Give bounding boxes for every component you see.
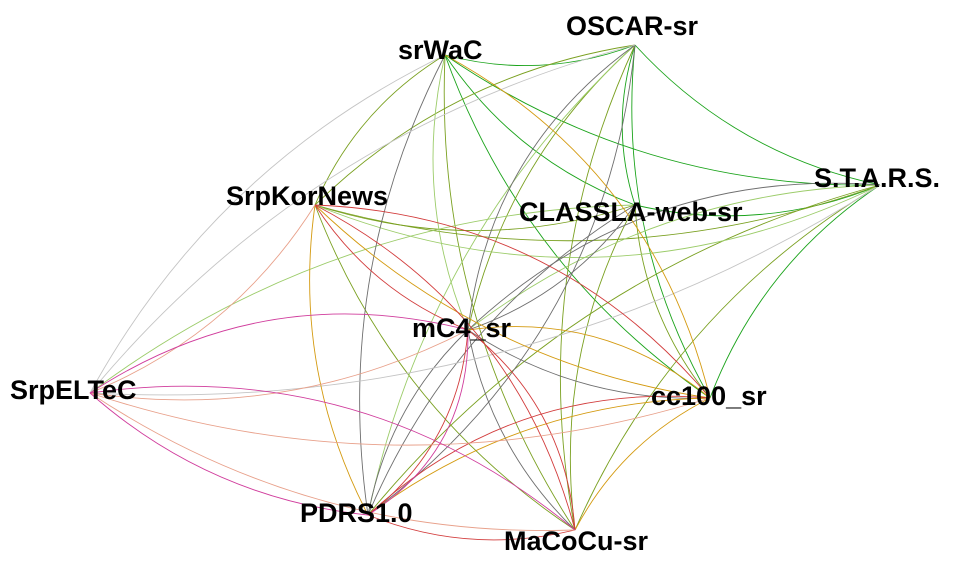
edge-srpeltec-stars	[89, 184, 881, 396]
edge-srpeltec-mc4	[89, 313, 469, 394]
edge-mc4-pdrs	[367, 329, 469, 516]
node-label-stars: S.T.A.R.S.	[814, 163, 940, 193]
edge-pdrs-mc4	[367, 329, 469, 516]
edge-srpeltec-cc100	[89, 392, 711, 446]
edge-mc4-cc100	[467, 329, 711, 399]
edge-srwac-macocu	[443, 54, 576, 531]
node-label-pdrs: PDRS1.0	[300, 498, 413, 528]
edge-oscar-macocu	[559, 44, 636, 531]
edge-oscar-cc100	[631, 44, 711, 399]
edge-srwac-classla	[444, 54, 636, 206]
edge-stars-pdrs	[367, 184, 881, 516]
edge-oscar-stars	[634, 44, 881, 186]
edge-oscar-pdrs	[367, 44, 636, 516]
node-label-srwac: srWaC	[398, 35, 483, 65]
node-label-oscar: OSCAR-sr	[566, 11, 699, 41]
edge-srpeltec-srpkornews	[89, 204, 316, 394]
edge-srwac-cc100	[444, 54, 711, 399]
edge-srpkornews-pdrs	[309, 204, 369, 516]
edge-oscar-pdrs	[367, 44, 636, 516]
edge-oscar-srpkornews	[314, 44, 636, 206]
edge-srwac-srpeltec	[89, 54, 446, 394]
edge-srpeltec-macocu	[89, 385, 576, 531]
edge-srpkornews-mc4	[314, 204, 469, 331]
edge-srpkornews-macocu	[314, 204, 576, 531]
edge-srpkornews-classla	[314, 204, 636, 231]
node-label-mc4: mC4_sr	[412, 313, 512, 343]
edge-classla-macocu	[569, 204, 636, 531]
edge-mc4-cc100	[467, 326, 711, 399]
edge-classla-pdrs	[367, 204, 636, 516]
edge-srwac-oscar	[444, 44, 636, 67]
edge-classla-stars	[634, 184, 881, 217]
edge-stars-macocu	[574, 184, 881, 531]
edge-srpkornews-cc100	[314, 204, 711, 399]
edge-oscar-mc4	[467, 44, 636, 331]
edge-stars-srpkornews	[314, 184, 881, 258]
edge-oscar-srpeltec	[89, 44, 636, 394]
edge-mc4-macocu	[467, 329, 576, 531]
node-label-srpeltec: SrpELTeC	[10, 375, 137, 405]
edge-mc4-pdrs	[367, 329, 469, 516]
node-label-srpkornews: SrpKorNews	[226, 181, 388, 211]
edge-srpeltec-mc4	[89, 329, 469, 401]
edge-cc100-macocu	[574, 397, 711, 531]
edge-classla-cc100	[634, 204, 711, 399]
edge-srpeltec-pdrs	[89, 392, 369, 516]
edge-layer	[89, 44, 881, 541]
label-layer: OSCAR-sr srWaC S.T.A.R.S. SrpKorNews CLA…	[10, 11, 940, 556]
edge-mc4-oscar	[467, 44, 636, 331]
node-label-classla: CLASSLA-web-sr	[519, 197, 743, 227]
edge-srpeltec-macocu	[89, 392, 576, 531]
edge-cc100-pdrs	[367, 397, 711, 516]
edge-mc4-stars	[467, 182, 881, 331]
edge-srwac-cc100	[444, 54, 711, 399]
node-label-macocu: MaCoCu-sr	[504, 526, 648, 556]
edge-pdrs-macocu	[367, 514, 576, 541]
edge-stars-cc100	[709, 184, 881, 399]
edge-srwac-pdrs	[359, 54, 446, 516]
edge-srpkornews-cc100	[314, 204, 711, 399]
edge-classla-srpeltec	[89, 204, 636, 394]
node-label-cc100: cc100_sr	[651, 381, 767, 411]
edge-srwac-srpkornews	[314, 54, 446, 206]
edge-pdrs-cc100	[367, 395, 711, 516]
edge-srwac-mc4	[432, 54, 469, 331]
